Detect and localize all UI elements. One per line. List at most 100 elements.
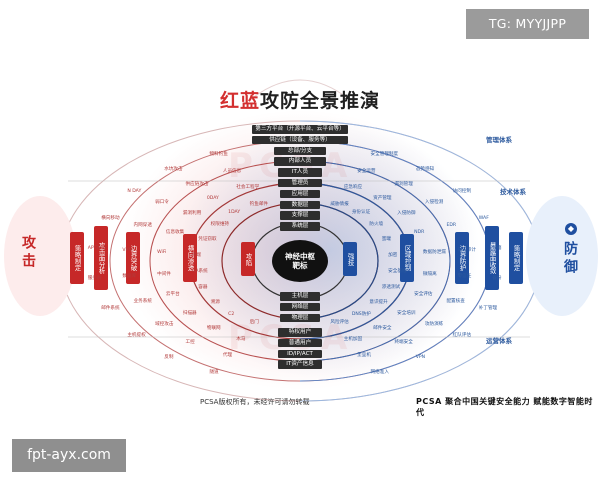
stack-bar: 第三方平台（开源平台、云平台等） bbox=[252, 125, 348, 134]
defense-label: 零信任 bbox=[457, 274, 472, 280]
attack-label: 邮件系统 bbox=[101, 306, 120, 312]
attack-label: 反制 bbox=[164, 354, 174, 360]
watermark-bottom: fpt-ayx.com bbox=[12, 439, 126, 472]
stack-bar: 普通用户 bbox=[278, 338, 322, 348]
attack-label: 云平台 bbox=[165, 292, 180, 298]
stack-bar: ID/IP/ACT bbox=[278, 349, 322, 359]
defense-label: 资产管理 bbox=[373, 195, 392, 201]
stack-top: 第三方平台（开源平台、云平台等） 供应链（设备、服务等） 总部/分支 内部人员 … bbox=[252, 125, 348, 233]
attack-label: WiFi bbox=[157, 250, 167, 256]
defense-label: 意识提升 bbox=[369, 299, 388, 305]
attack-label: 终端 bbox=[191, 252, 202, 258]
stack-bar: 支撑层 bbox=[280, 211, 320, 220]
defense-label: 安全培训 bbox=[397, 310, 416, 316]
defense-label: 应急响应 bbox=[343, 185, 363, 191]
right-glow bbox=[526, 196, 598, 316]
side-attack-label: 攻击 bbox=[20, 235, 36, 271]
attack-label: 域控攻击 bbox=[155, 321, 174, 327]
core-target: 神经中枢 靶标 bbox=[272, 240, 328, 282]
left-glow bbox=[4, 196, 76, 316]
blue-arc-3 bbox=[299, 160, 451, 362]
attack-label: 扫描器 bbox=[182, 310, 197, 316]
attack-label: 中间件 bbox=[157, 271, 171, 277]
attack-label: 0DAY bbox=[206, 195, 219, 201]
defense-label: 数据防泄漏 bbox=[422, 250, 446, 256]
defense-label: 红队评估 bbox=[452, 332, 472, 338]
defense-label: 身份认证 bbox=[351, 210, 371, 216]
attack-label: 木马 bbox=[236, 336, 246, 342]
stack-bar: IT资产信息 bbox=[278, 360, 322, 369]
defense-label: NDR bbox=[414, 229, 425, 235]
right-box-core: 强技 bbox=[343, 242, 357, 276]
attack-label: 主机提权 bbox=[127, 332, 146, 338]
left-box-fall: 攻陷 bbox=[241, 242, 255, 276]
defense-label: 补丁管理 bbox=[478, 306, 498, 312]
title-red: 红蓝 bbox=[219, 90, 260, 112]
attack-label: 业务系统 bbox=[133, 299, 152, 305]
attack-label: 供应链攻击 bbox=[185, 181, 209, 187]
left-box-strategy: 策略制定 bbox=[70, 232, 84, 284]
stack-bottom: 主机层 网络层 物理层 特权用户 普通用户 ID/IP/ACT IT资产信息 bbox=[252, 292, 348, 371]
defense-label: 网络准入 bbox=[370, 370, 389, 376]
attack-label: 隧道 bbox=[209, 370, 219, 376]
defense-label: 加密 bbox=[388, 252, 398, 258]
section-label-technology: 技术体系 bbox=[500, 188, 526, 196]
attack-label: 数据库 bbox=[122, 274, 137, 280]
defense-label: 防火墙 bbox=[369, 222, 384, 228]
defense-label: 备份 bbox=[492, 276, 502, 282]
left-box-boundary: 边界突破 bbox=[126, 232, 140, 284]
blue-arc-5 bbox=[299, 202, 379, 320]
defense-label: 邮件安全 bbox=[373, 326, 392, 332]
attack-label: 物料钓鱼 bbox=[209, 151, 228, 157]
stack-bar: 应用层 bbox=[280, 189, 320, 199]
defense-label: WAF bbox=[478, 215, 489, 221]
defense-label: 配置核查 bbox=[446, 299, 465, 305]
defense-label: 安全运营 bbox=[357, 168, 376, 174]
defense-label: 堡垒机 bbox=[357, 353, 371, 359]
side-defense-label: 防御 bbox=[562, 241, 578, 277]
attack-label: OA系统 bbox=[191, 269, 208, 275]
defense-label: DNS防护 bbox=[351, 311, 371, 317]
defense-label: 安全基线 bbox=[388, 269, 407, 275]
attack-label: 容器 bbox=[198, 285, 208, 291]
core-line-1: 神经中枢 bbox=[285, 252, 315, 261]
defense-label: 访问控制 bbox=[452, 189, 472, 195]
attack-label: 漏洞利用 bbox=[182, 211, 202, 217]
stack-bar: 主机层 bbox=[280, 292, 320, 301]
shield-icon: ◆ bbox=[565, 223, 577, 235]
section-label-management: 管理体系 bbox=[486, 136, 512, 144]
top-decoration bbox=[249, 79, 351, 101]
attack-label: N DAY bbox=[127, 189, 142, 195]
left-box-surface: 攻击面分析 bbox=[94, 226, 108, 290]
right-box-boundary: 边界防护 bbox=[455, 232, 469, 284]
right-box-region: 区域控制 bbox=[400, 234, 414, 282]
attack-label: 服务器 bbox=[87, 276, 102, 282]
defense-label: 沙箱 bbox=[492, 245, 502, 251]
footer-copyright: PCSA版权所有，未经许可请勿转载 bbox=[200, 398, 310, 406]
stack-bar: 系统层 bbox=[280, 222, 320, 231]
stack-bar: 内部人员 bbox=[274, 157, 326, 166]
attack-label: 人员信息 bbox=[222, 168, 242, 174]
defense-label: 入侵检测 bbox=[424, 200, 444, 206]
title-rest: 攻防全景推演 bbox=[260, 90, 381, 112]
section-label-operation: 运营体系 bbox=[486, 337, 512, 345]
defense-label: 安全管理制度 bbox=[370, 151, 399, 157]
stack-bar: 管理员 bbox=[278, 178, 322, 188]
stack-bar: 供应链（设备、服务等） bbox=[252, 135, 348, 145]
defense-label: 攻防演练 bbox=[424, 321, 444, 327]
watermark-top: TG: MYYJJPP bbox=[466, 9, 589, 39]
core-line-2: 靶标 bbox=[292, 261, 308, 270]
attack-label: 后门 bbox=[249, 320, 259, 326]
attack-label: 钓鱼邮件 bbox=[249, 201, 269, 207]
diagram-title: 红蓝攻防全景推演 bbox=[0, 86, 600, 113]
left-box-lateral: 横向渗透 bbox=[183, 234, 197, 282]
stack-bar: 网络层 bbox=[280, 302, 320, 312]
defense-label: 威胁情报 bbox=[330, 201, 349, 207]
footer-slogan: PCSA 聚合中国关键安全能力 赋能数字智能时代 bbox=[416, 397, 593, 417]
defense-label: 风险评估 bbox=[330, 320, 349, 326]
defense-label: 蜜罐 bbox=[381, 236, 391, 242]
right-box-strategy: 策略制定 bbox=[509, 232, 523, 284]
attack-label: 内网穿透 bbox=[133, 222, 152, 228]
attack-label: 溯源 bbox=[210, 299, 220, 305]
